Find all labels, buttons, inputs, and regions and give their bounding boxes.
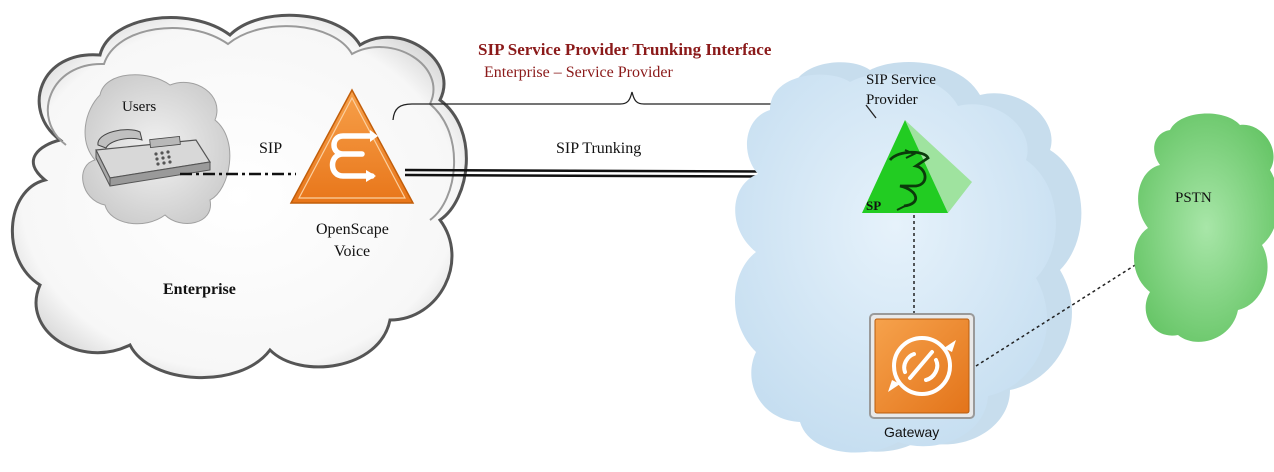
sip-trunking-label: SIP Trunking: [556, 140, 642, 157]
sip-label: SIP: [259, 140, 283, 157]
phone-icon: [95, 129, 211, 187]
interface-title: SIP Service Provider Trunking Interface: [478, 40, 772, 59]
gateway-pstn-link: [975, 261, 1141, 367]
provider-label-line1: SIP Service: [866, 72, 936, 88]
enterprise-label: Enterprise: [163, 281, 236, 298]
sp-badge: SP: [866, 198, 882, 213]
provider-label-line2: Provider: [866, 92, 918, 108]
provider-pointer: [865, 104, 877, 119]
interface-subtitle: Enterprise – Service Provider: [484, 64, 673, 81]
pstn-label: PSTN: [1175, 190, 1212, 206]
gateway-label: Gateway: [884, 424, 940, 440]
gateway-icon: [869, 313, 975, 419]
openscape-label-line1: OpenScape: [316, 221, 389, 238]
provider-cloud: [734, 62, 1082, 453]
openscape-voice-icon: [289, 88, 415, 204]
pstn-cloud: [1134, 113, 1274, 342]
sip-server-icon: [862, 120, 972, 213]
users-label: Users: [122, 99, 157, 115]
openscape-label-line2: Voice: [334, 243, 371, 260]
